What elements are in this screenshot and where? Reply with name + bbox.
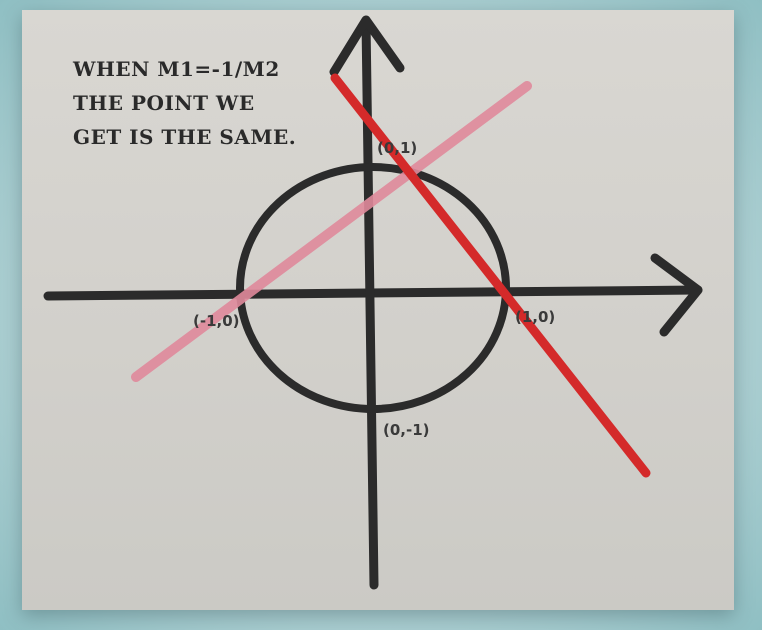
point-label-bottom: (0,-1)	[383, 421, 430, 439]
whiteboard	[22, 10, 734, 610]
point-label-right: (1,0)	[515, 308, 556, 326]
point-label-top: (0,1)	[377, 139, 418, 157]
point-label-left: (-1,0)	[193, 312, 240, 330]
y-axis	[361, 17, 379, 590]
caption-text: When M1=-1/M2 the point we get is the sa…	[73, 52, 296, 154]
x-axis-arrowhead	[650, 253, 703, 337]
y-axis-arrowhead	[329, 15, 405, 77]
caption-line-1: When M1=-1/M2	[73, 57, 280, 81]
caption-line-3: get is the same.	[73, 125, 297, 149]
red-line	[330, 73, 651, 478]
pink-line	[131, 81, 532, 382]
caption-line-2: the point we	[73, 91, 255, 115]
